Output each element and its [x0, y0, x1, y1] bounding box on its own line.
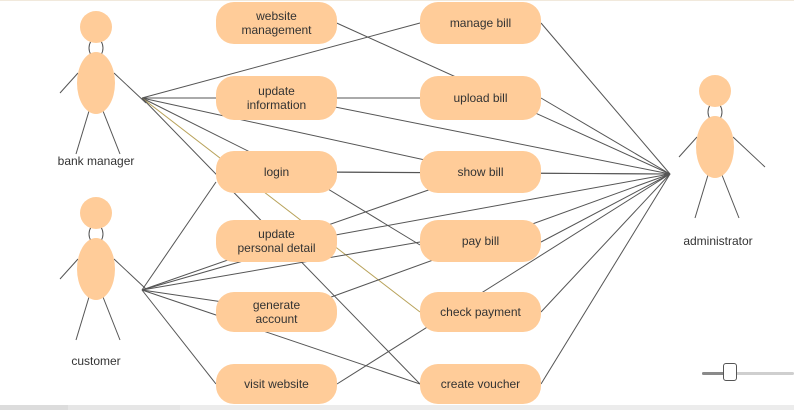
- actor-right-arm: [113, 258, 147, 290]
- actor-neck-left: [88, 40, 92, 56]
- association-customer-create-voucher[interactable]: [141, 289, 421, 385]
- actor-label-administrator: administrator: [683, 234, 753, 248]
- actor-right-arm: [113, 72, 147, 104]
- association-customer-login[interactable]: [141, 181, 217, 291]
- actor-body: [77, 52, 115, 114]
- actor-right-leg: [721, 174, 740, 219]
- actor-head: [80, 11, 112, 43]
- actor-administrator[interactable]: [678, 75, 766, 219]
- actor-label-customer: customer: [71, 354, 121, 368]
- actor-label-bank-manager: bank manager: [57, 154, 135, 168]
- actor-left-leg: [694, 174, 709, 219]
- association-bank-manager-manage-bill[interactable]: [141, 22, 421, 99]
- association-administrator-update-information[interactable]: [289, 97, 671, 175]
- association-customer-visit-website[interactable]: [141, 289, 217, 385]
- actor-left-arm: [59, 72, 79, 94]
- actor-body: [77, 238, 115, 300]
- usecase-update-information[interactable]: update information: [216, 76, 337, 120]
- usecase-check-payment[interactable]: check payment: [420, 292, 541, 332]
- usecase-website-management[interactable]: website management: [216, 2, 337, 44]
- actor-head: [699, 75, 731, 107]
- actor-right-arm: [732, 136, 766, 168]
- actor-left-leg: [75, 110, 90, 155]
- association-lines: [141, 19, 671, 385]
- association-administrator-update-personal-detail[interactable]: [329, 173, 671, 237]
- actor-neck-left: [88, 226, 92, 242]
- usecase-pay-bill[interactable]: pay bill: [420, 220, 541, 262]
- scrollbar-segment: [68, 405, 180, 410]
- usecase-login[interactable]: login: [216, 151, 337, 193]
- association-bank-manager-check-payment[interactable]: [141, 97, 421, 313]
- association-administrator-upload-bill[interactable]: [540, 97, 671, 175]
- association-administrator-visit-website[interactable]: [336, 173, 671, 385]
- actor-neck-left: [707, 104, 711, 120]
- actor-bank-manager[interactable]: [59, 11, 147, 155]
- zoom-slider-fill: [702, 372, 730, 375]
- association-customer-pay-bill[interactable]: [141, 241, 421, 291]
- usecase-manage-bill[interactable]: manage bill: [420, 2, 541, 44]
- actor-figures: [59, 11, 766, 341]
- association-administrator-pay-bill[interactable]: [540, 173, 671, 243]
- association-administrator-create-voucher[interactable]: [540, 173, 671, 385]
- actor-neck-right: [100, 226, 104, 242]
- actor-neck-right: [100, 40, 104, 56]
- usecase-generate-account[interactable]: generate account: [216, 292, 337, 332]
- usecase-update-personal-detail[interactable]: update personal detail: [216, 220, 337, 262]
- actor-right-leg: [102, 110, 121, 155]
- actor-neck-right: [719, 104, 723, 120]
- actor-right-leg: [102, 296, 121, 341]
- association-administrator-manage-bill[interactable]: [540, 22, 671, 175]
- usecase-show-bill[interactable]: show bill: [420, 151, 541, 193]
- association-administrator-check-payment[interactable]: [540, 173, 671, 313]
- actor-left-arm: [59, 258, 79, 280]
- actor-customer[interactable]: [59, 197, 147, 341]
- actor-body: [696, 116, 734, 178]
- canvas-top-edge: [0, 0, 794, 1]
- usecase-upload-bill[interactable]: upload bill: [420, 76, 541, 120]
- actor-head: [80, 197, 112, 229]
- usecase-visit-website[interactable]: visit website: [216, 364, 337, 404]
- zoom-slider-thumb[interactable]: [722, 363, 737, 381]
- zoom-slider-track[interactable]: [702, 372, 794, 375]
- usecase-create-voucher[interactable]: create voucher: [420, 364, 541, 404]
- actor-left-leg: [75, 296, 90, 341]
- actor-left-arm: [678, 136, 698, 158]
- horizontal-scrollbar[interactable]: [0, 405, 794, 410]
- scrollbar-segment: [0, 405, 68, 410]
